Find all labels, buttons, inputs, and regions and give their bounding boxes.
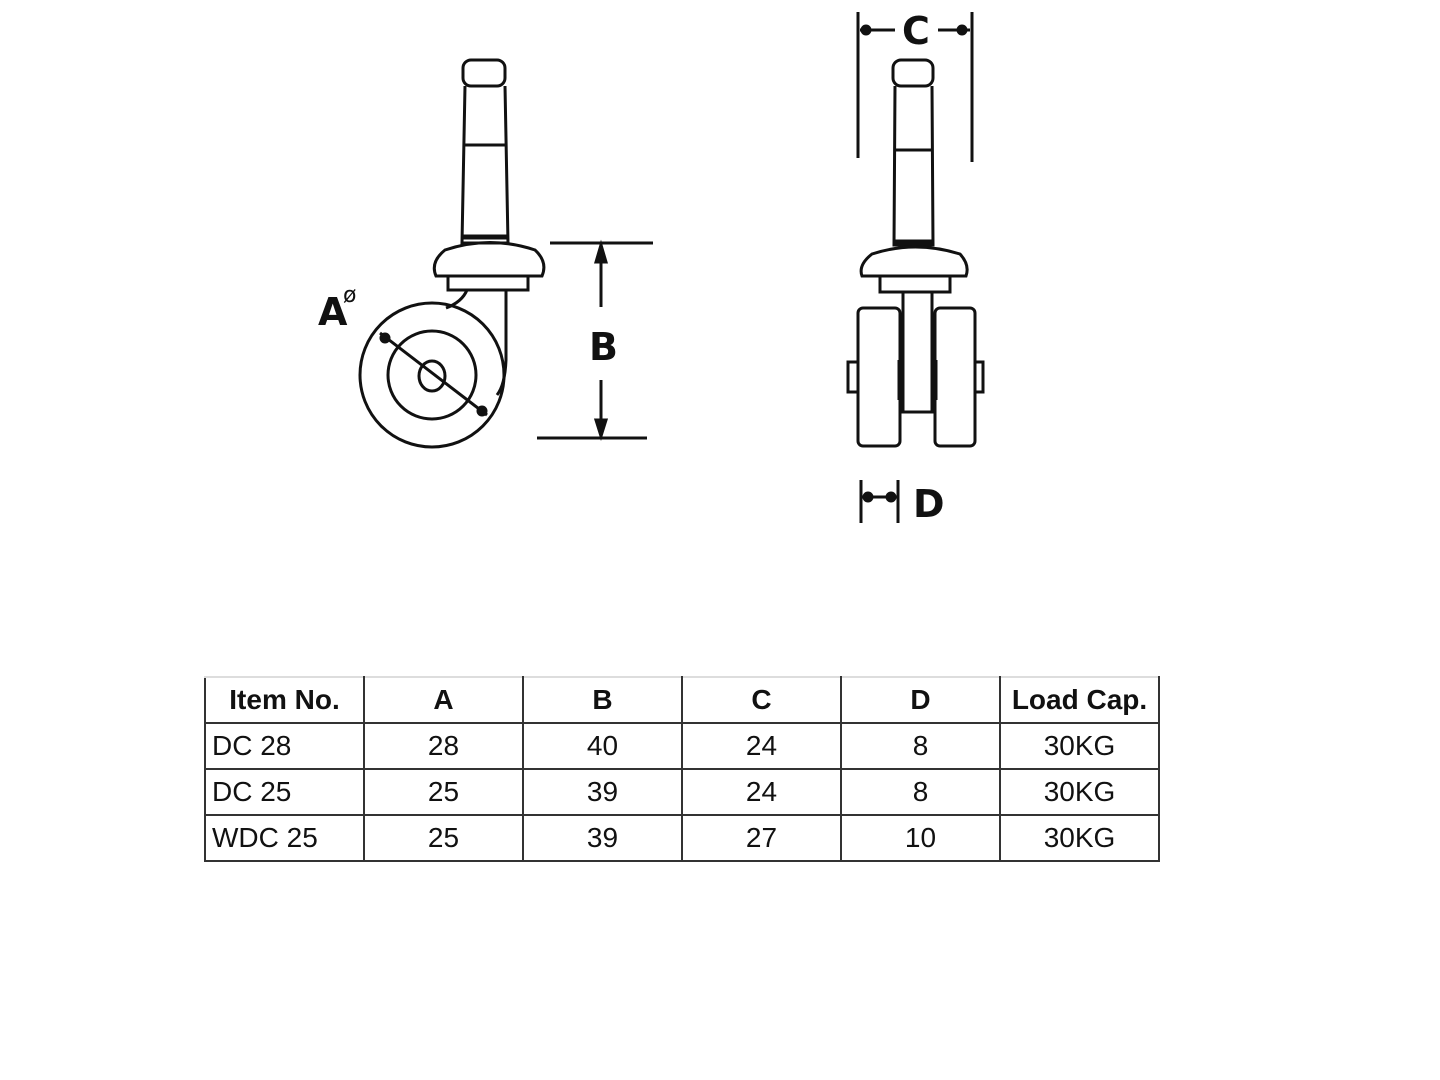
cell-b: 39 xyxy=(522,768,683,816)
cell-d: 8 xyxy=(840,722,1001,770)
cell-d: 10 xyxy=(840,814,1001,862)
caster-front-view xyxy=(846,58,985,448)
header-a: A xyxy=(363,676,524,724)
dim-label-c: C xyxy=(902,9,930,53)
header-b: B xyxy=(522,676,683,724)
cell-item-no: DC 25 xyxy=(204,768,365,816)
cell-d: 8 xyxy=(840,768,1001,816)
cell-load-cap: 30KG xyxy=(999,814,1160,862)
caster-drawing: A ø B C xyxy=(318,9,985,526)
cell-item-no: DC 28 xyxy=(204,722,365,770)
header-item-no: Item No. xyxy=(204,676,365,724)
cell-a: 25 xyxy=(363,814,524,862)
cell-item-no: WDC 25 xyxy=(204,814,365,862)
dimensions-table: Item No. A B C D Load Cap. DC 28 28 40 2… xyxy=(204,676,1160,862)
dim-label-d: D xyxy=(913,482,945,526)
table-header-row: Item No. A B C D Load Cap. xyxy=(204,676,1160,724)
dim-d-lines xyxy=(859,480,900,523)
dim-c-lines xyxy=(856,12,974,162)
wheel-outer xyxy=(358,301,506,449)
dim-label-a: A xyxy=(318,290,348,334)
header-d: D xyxy=(840,676,1001,724)
table-row: WDC 25 25 39 27 10 30KG xyxy=(204,814,1160,862)
dim-label-b: B xyxy=(589,325,618,369)
table-row: DC 25 25 39 24 8 30KG xyxy=(204,768,1160,816)
table-row: DC 28 28 40 24 8 30KG xyxy=(204,722,1160,770)
cell-a: 25 xyxy=(363,768,524,816)
cell-c: 24 xyxy=(681,768,842,816)
diameter-symbol: ø xyxy=(343,283,356,308)
header-load-cap: Load Cap. xyxy=(999,676,1160,724)
header-c: C xyxy=(681,676,842,724)
cell-c: 27 xyxy=(681,814,842,862)
cell-a: 28 xyxy=(363,722,524,770)
cell-b: 40 xyxy=(522,722,683,770)
cell-b: 39 xyxy=(522,814,683,862)
caster-side-view xyxy=(358,58,546,449)
dim-b-lines xyxy=(537,239,653,442)
cell-load-cap: 30KG xyxy=(999,722,1160,770)
cell-load-cap: 30KG xyxy=(999,768,1160,816)
cell-c: 24 xyxy=(681,722,842,770)
